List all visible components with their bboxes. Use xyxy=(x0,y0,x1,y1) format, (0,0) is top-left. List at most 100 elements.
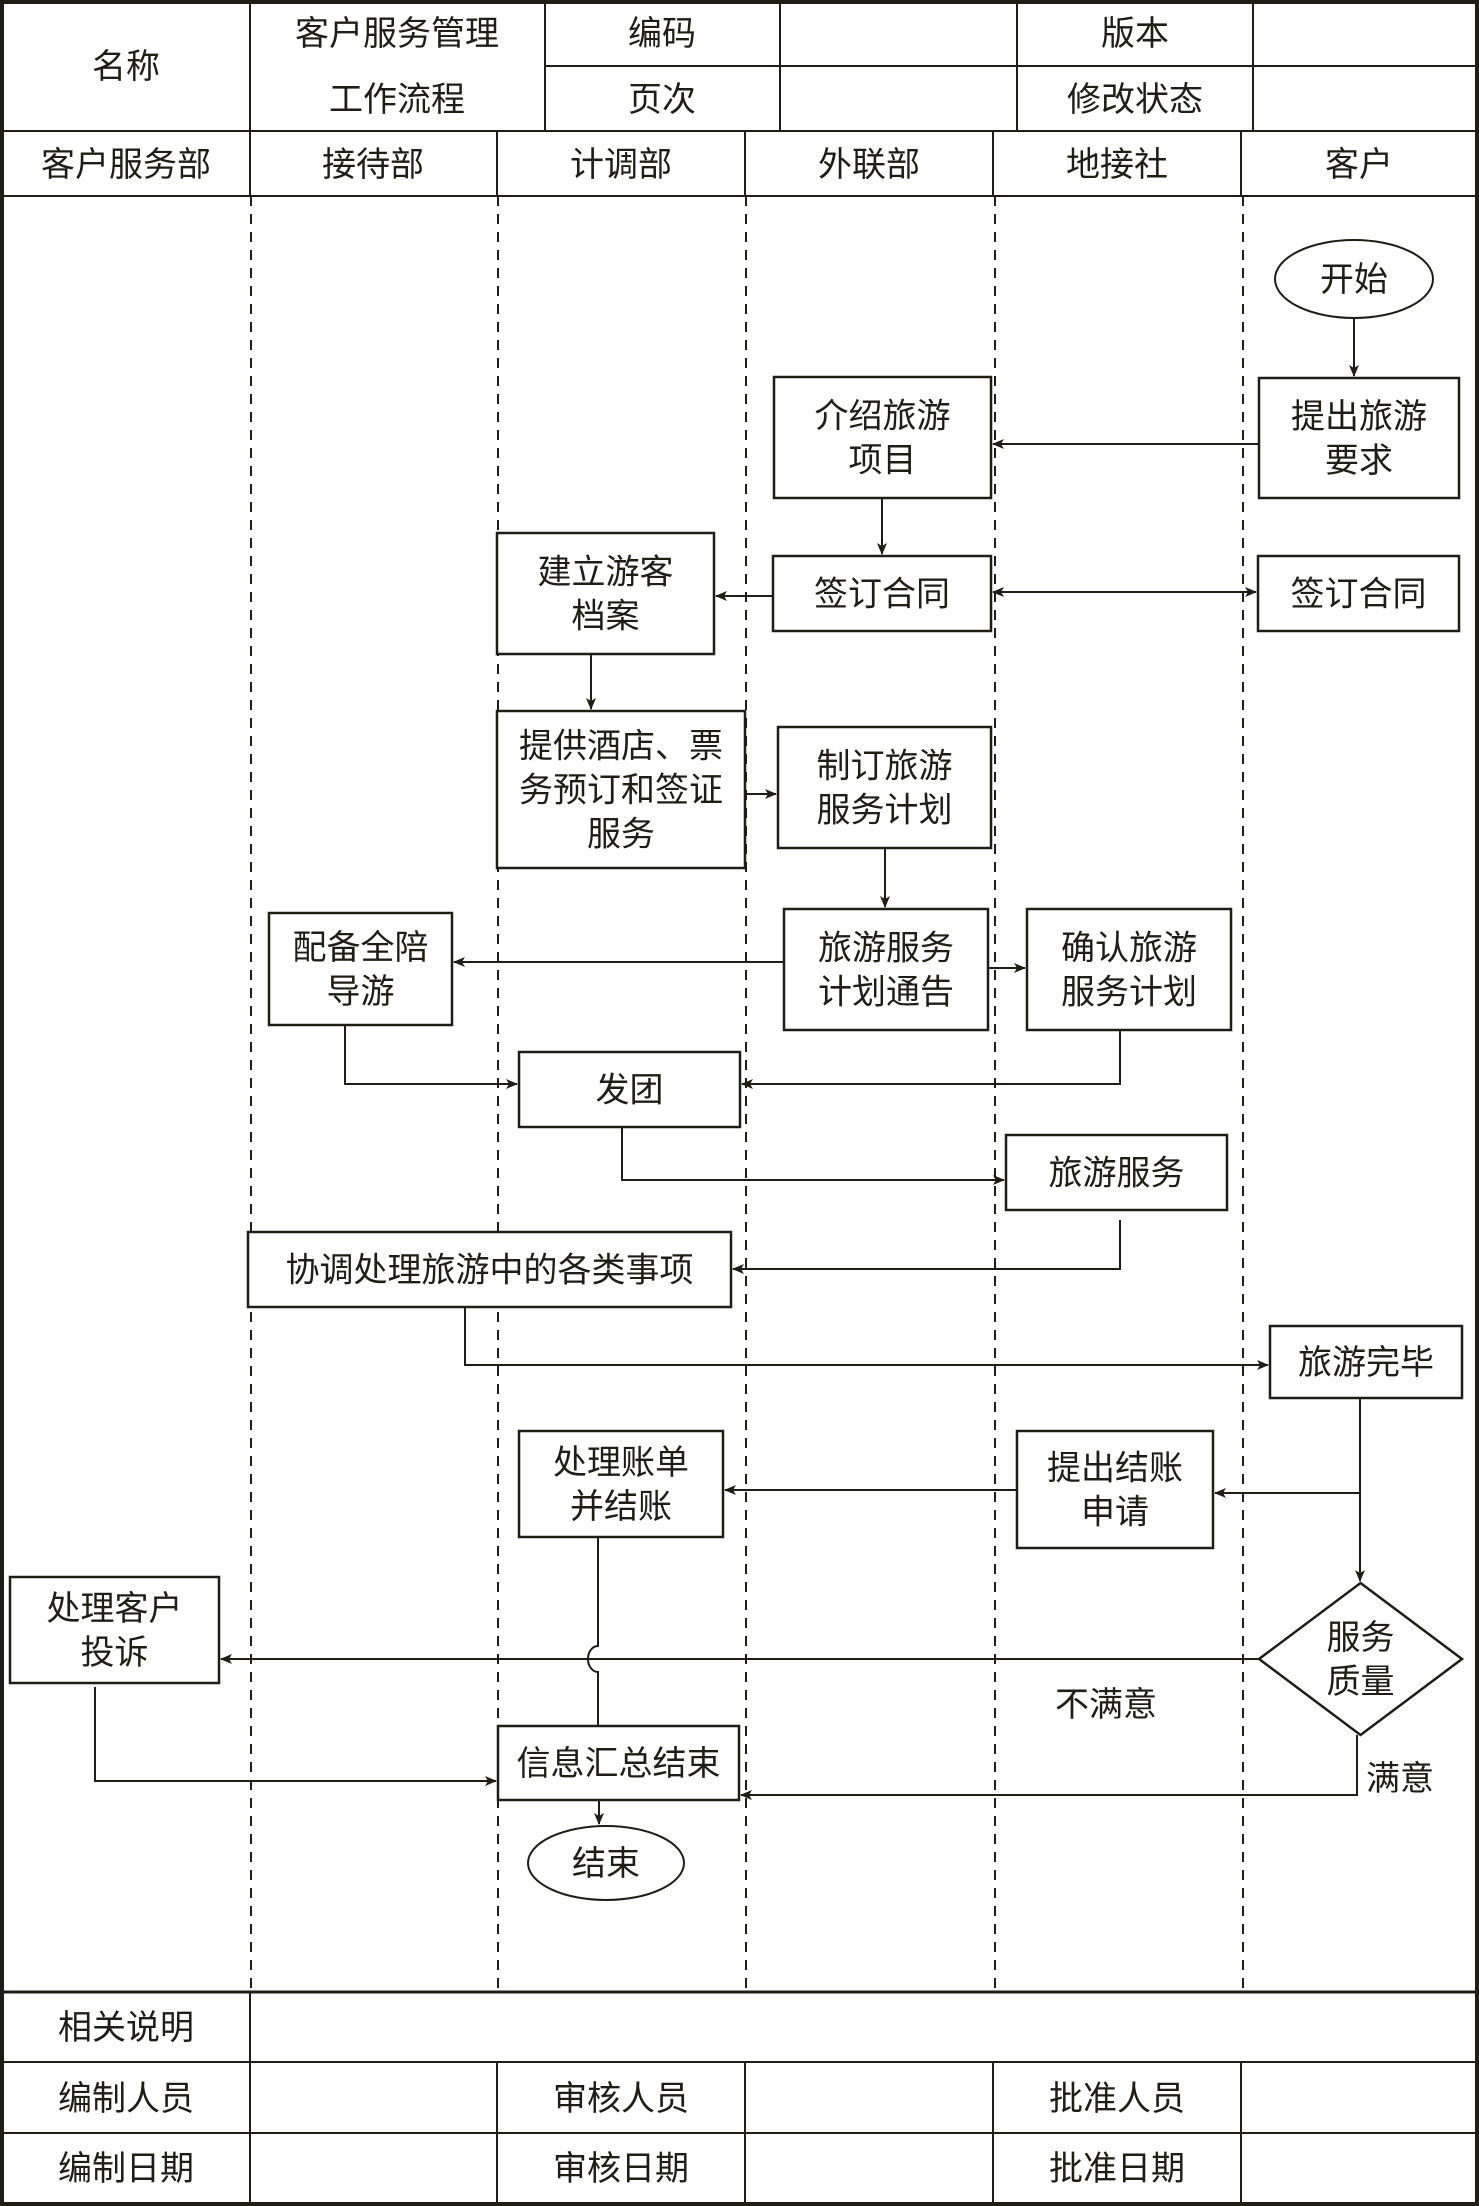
process-shape xyxy=(8,1575,221,1685)
edge-assign-guide-to-depart xyxy=(344,1025,518,1089)
revision-label: 修改状态 xyxy=(1067,80,1203,120)
edge-depart-to-tour-service xyxy=(621,1127,1005,1185)
process-shape xyxy=(782,907,990,1032)
header-labels: 名称 客户服务管理 工作流程 编码 版本 页次 修改状态 xyxy=(92,14,1203,120)
node-label-line: 服务 xyxy=(1327,1618,1395,1658)
node-label-line: 提供酒店、票 xyxy=(519,727,723,767)
process-shape xyxy=(246,1230,733,1309)
node-label-line: 制订旅游 xyxy=(817,747,953,787)
edge-process-bill-to-info-summary xyxy=(587,1537,599,1726)
edge-service-quality-to-info-summary xyxy=(740,1735,1358,1800)
edge-tour-complete-to-settle-request xyxy=(1214,1398,1361,1498)
node-label-line: 项目 xyxy=(849,441,917,481)
process-shape xyxy=(517,1050,742,1129)
code-label: 编码 xyxy=(628,14,696,54)
process-shape xyxy=(517,1429,725,1539)
node-info-summary[interactable]: 信息汇总结束 xyxy=(496,1724,741,1802)
node-label-line: 服务 xyxy=(587,815,655,855)
title-line2: 工作流程 xyxy=(329,80,465,120)
prepared-by-label: 编制人员 xyxy=(58,2079,194,2119)
node-label-line: 并结账 xyxy=(570,1487,672,1527)
node-label-line: 提出旅游 xyxy=(1291,397,1427,437)
page-label: 页次 xyxy=(628,80,696,120)
process-shape xyxy=(772,375,993,500)
node-label-line: 要求 xyxy=(1325,441,1393,481)
edge-line xyxy=(464,1307,1269,1370)
edge-coordinate-issues-to-tour-complete xyxy=(464,1307,1269,1370)
prepared-date-label: 编制日期 xyxy=(58,2149,194,2189)
node-label-line: 协调处理旅游中的各类事项 xyxy=(286,1251,694,1291)
approved-by-label: 批准人员 xyxy=(1049,2079,1185,2119)
reviewed-date-label: 审核日期 xyxy=(553,2149,689,2189)
edge-handle-complaint-to-info-summary xyxy=(94,1687,497,1786)
node-sign-contract-cust[interactable]: 签订合同 xyxy=(1256,554,1461,633)
node-start[interactable]: 开始 xyxy=(1274,239,1434,319)
node-label-line: 旅游服务 xyxy=(818,929,954,969)
lane-header-planning: 计调部 xyxy=(570,145,672,185)
decision-shape xyxy=(1256,1581,1465,1737)
title-line1: 客户服务管理 xyxy=(295,14,499,54)
edge-line xyxy=(94,1687,497,1786)
node-label-line: 服务计划 xyxy=(817,791,953,831)
node-label-line: 务预订和签证 xyxy=(519,771,723,811)
process-shape xyxy=(1257,376,1461,500)
node-label-line: 确认旅游 xyxy=(1061,929,1197,969)
process-shape xyxy=(495,709,747,870)
node-depart[interactable]: 发团 xyxy=(517,1050,742,1129)
node-label-line: 档案 xyxy=(572,597,640,637)
process-shape xyxy=(1004,1133,1229,1212)
node-tour-complete[interactable]: 旅游完毕 xyxy=(1268,1324,1464,1400)
node-label-line: 旅游服务 xyxy=(1049,1154,1185,1194)
node-coordinate-issues[interactable]: 协调处理旅游中的各类事项 xyxy=(246,1230,733,1309)
node-label-line: 处理客户 xyxy=(47,1589,183,1629)
lane-dividers xyxy=(250,196,1244,1992)
node-sign-contract-ext[interactable]: 签订合同 xyxy=(771,554,993,633)
footer-labels: 相关说明 编制人员 审核人员 批准人员 编制日期 审核日期 批准日期 xyxy=(58,2008,1185,2189)
node-label-line: 投诉 xyxy=(81,1633,149,1673)
process-shape xyxy=(496,1724,741,1802)
process-shape xyxy=(1015,1429,1215,1550)
node-label-line: 申请 xyxy=(1081,1493,1149,1533)
approved-date-label: 批准日期 xyxy=(1049,2149,1185,2189)
terminator-shape xyxy=(527,1825,685,1901)
node-label-line: 质量 xyxy=(1327,1662,1395,1702)
process-shape xyxy=(1256,554,1461,633)
node-label-line: 签订合同 xyxy=(1291,575,1427,615)
edge-line xyxy=(740,1735,1358,1800)
lane-header-customer: 客户 xyxy=(1325,145,1393,185)
edge-line xyxy=(741,1030,1121,1089)
node-label-line: 处理账单 xyxy=(553,1443,689,1483)
edge-labels: 不满意 满意 xyxy=(1055,1685,1434,1799)
node-tour-service[interactable]: 旅游服务 xyxy=(1004,1133,1229,1212)
node-label-line: 结束 xyxy=(572,1844,640,1884)
process-shape xyxy=(267,911,454,1027)
lane-header-reception: 接待部 xyxy=(322,145,424,185)
nodes-layer: 开始提出旅游要求介绍旅游项目签订合同签订合同建立游客档案提供酒店、票务预订和签证… xyxy=(8,239,1465,1901)
edge-confirm-plan-to-depart xyxy=(741,1030,1121,1089)
node-label-line: 开始 xyxy=(1320,260,1388,300)
node-end[interactable]: 结束 xyxy=(527,1825,685,1901)
node-label-line: 旅游完毕 xyxy=(1298,1343,1434,1383)
node-label-line: 介绍旅游 xyxy=(815,397,951,437)
notes-label: 相关说明 xyxy=(58,2008,194,2048)
edge-tour-service-to-coordinate-issues xyxy=(732,1220,1121,1274)
edges-layer xyxy=(94,318,1365,1825)
edge-line xyxy=(587,1537,599,1726)
edge-line xyxy=(344,1025,518,1089)
lane-header-external: 外联部 xyxy=(818,145,920,185)
lane-headers: 客户服务部 接待部 计调部 外联部 地接社 客户 xyxy=(41,145,1393,185)
